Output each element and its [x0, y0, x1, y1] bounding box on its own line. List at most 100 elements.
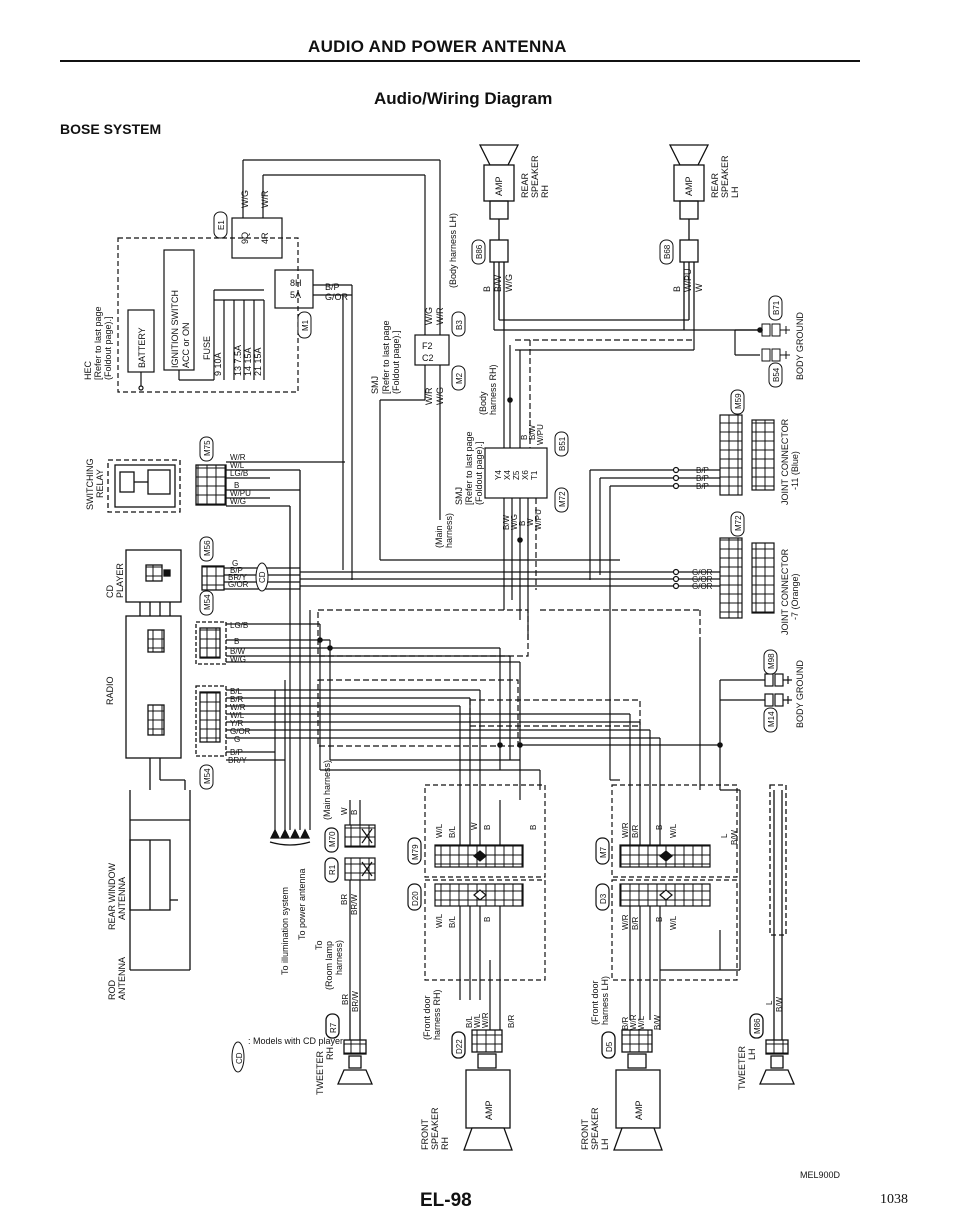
svg-text:W/L: W/L — [669, 915, 678, 930]
illum-main-harness: (Main harness) — [322, 760, 332, 820]
svg-text:B: B — [655, 917, 664, 922]
smj-top-wire-wg: W/G — [424, 307, 434, 325]
svg-text:B: B — [234, 637, 239, 646]
smj-top-ref-1: [Refer to last page — [381, 320, 391, 394]
fusible-9q: 9Q — [240, 232, 250, 244]
mid-conn-lh — [595, 780, 741, 1030]
front-lh-amp: AMP — [634, 1100, 644, 1120]
front-rh-amp: AMP — [484, 1100, 494, 1120]
svg-text:M2: M2 — [455, 372, 464, 384]
smj-top-labels: SMJ [Refer to last page (Foldout page).]… — [370, 213, 458, 405]
to-power-antenna: To power antenna — [297, 868, 307, 940]
fusible-4r: 4R — [260, 232, 270, 244]
smj-top — [379, 334, 620, 561]
front-lh-harness-1: (Front door — [590, 980, 600, 1025]
conn-badge-d3: D3 — [599, 893, 608, 904]
conn-badge-m72-smj: M72 — [554, 487, 569, 513]
front-lh-label-1: FRONT — [580, 1119, 590, 1150]
body-harness-lh: (Body harness LH) — [448, 213, 458, 288]
header-rule — [60, 60, 860, 62]
svg-text:G/OR: G/OR — [230, 727, 251, 736]
svg-text:B/R: B/R — [507, 1014, 516, 1028]
svg-text:G: G — [234, 735, 240, 744]
fuse-wire-bp: B/P — [325, 282, 340, 292]
svg-text:W/R: W/R — [481, 1012, 490, 1028]
svg-text:B/W: B/W — [730, 829, 739, 845]
svg-text:B/P: B/P — [696, 474, 709, 483]
tweeter-rh-label-2: RH — [325, 1047, 335, 1060]
main-harness-1: (Main — [434, 525, 444, 548]
svg-text:W/G: W/G — [510, 514, 519, 530]
relay-label-1: SWITCHING — [85, 459, 95, 511]
svg-text:W/L: W/L — [669, 823, 678, 838]
svg-text:G/OR: G/OR — [692, 582, 713, 591]
svg-text:G: G — [232, 559, 238, 568]
svg-text:W/L: W/L — [230, 711, 245, 720]
svg-text:B68: B68 — [663, 244, 672, 259]
page-code: EL-98 — [420, 1190, 472, 1211]
rear-rh-wire-wg: W/G — [504, 274, 514, 292]
rod-antenna-2: ANTENNA — [117, 957, 127, 1000]
joint-orange-label-2: -7 (Orange) — [790, 573, 800, 620]
body-ground-mid-labels: M98 M14 BODY GROUND — [763, 649, 805, 733]
svg-text:BR: BR — [340, 894, 349, 905]
svg-text:L: L — [765, 1000, 774, 1005]
tweeter-lh-labels: M86 L B/W TWEETER LH — [737, 996, 784, 1090]
joint-orange-label-1: JOINT CONNECTOR — [780, 548, 790, 635]
body-ground-mid-label: BODY GROUND — [795, 660, 805, 728]
svg-text:B: B — [483, 917, 492, 922]
svg-text:B/P: B/P — [696, 466, 709, 475]
conn-badge-m7: M7 — [599, 846, 608, 858]
svg-text:W/L: W/L — [473, 1013, 482, 1028]
smj-top-wire-wr: W/R — [435, 307, 445, 325]
antenna-area — [129, 790, 311, 971]
relay-label-2: RELAY — [95, 469, 105, 498]
front-speaker-lh-labels: D5 AMP FRONT SPEAKER LH (Front door harn… — [580, 976, 662, 1150]
svg-text:B/W: B/W — [502, 514, 511, 530]
smj-f2: F2 — [422, 341, 433, 351]
conn-badge-r1: R1 — [328, 864, 337, 875]
smj-top-label: SMJ — [370, 376, 380, 394]
cd-mark-badge: CD — [258, 571, 267, 583]
conn-badge-r7: R7 — [329, 1022, 338, 1033]
svg-text:X4: X4 — [503, 470, 512, 480]
svg-text:BR: BR — [341, 994, 350, 1005]
svg-text:X6: X6 — [521, 470, 530, 480]
svg-text:W/G: W/G — [230, 497, 246, 506]
smj-c2: C2 — [422, 353, 434, 363]
svg-text:BR/W: BR/W — [351, 991, 360, 1012]
body-harness-rh-1: (Body — [478, 391, 488, 415]
svg-text:B3: B3 — [455, 320, 464, 330]
conn-badge-m98: M98 — [767, 653, 776, 669]
svg-text:B: B — [520, 435, 529, 440]
front-rh-label-3: RH — [440, 1137, 450, 1150]
svg-text:B/W: B/W — [653, 1014, 662, 1030]
radio-label: RADIO — [105, 676, 115, 705]
smj-top-wire-wr2: W/R — [424, 387, 434, 405]
svg-text:B: B — [529, 825, 538, 830]
to-room-lamp-2: (Room lamp — [324, 941, 334, 990]
rear-rh-wire-bw: B/W — [493, 274, 503, 292]
svg-text:W: W — [470, 822, 479, 830]
fuse-3: 14 15A — [243, 347, 253, 376]
svg-text:B/R: B/R — [230, 695, 244, 704]
svg-text:B/P: B/P — [230, 566, 243, 575]
rear-lh-amp: AMP — [684, 176, 694, 196]
conn-badge-m56: M56 — [203, 540, 212, 556]
fusible-5a: 5A — [290, 290, 301, 300]
battery-label: BATTERY — [137, 327, 147, 368]
conn-badge-m2: M2 — [451, 365, 466, 391]
conn-badge-b71: B71 — [772, 300, 781, 315]
fuse-1: 9 10A — [213, 352, 223, 376]
svg-text:B: B — [350, 810, 359, 815]
conn-badge-m1: M1 — [297, 311, 312, 339]
svg-text:W/R: W/R — [621, 914, 630, 930]
svg-text:LG/B: LG/B — [230, 469, 248, 478]
hec-ref-1: [Refer to last page — [93, 306, 103, 380]
main-harness-2: harness) — [444, 513, 454, 548]
svg-text:W/L: W/L — [637, 1015, 646, 1030]
conn-badge-b86: B86 — [471, 239, 486, 265]
svg-text:W/L: W/L — [230, 461, 245, 470]
